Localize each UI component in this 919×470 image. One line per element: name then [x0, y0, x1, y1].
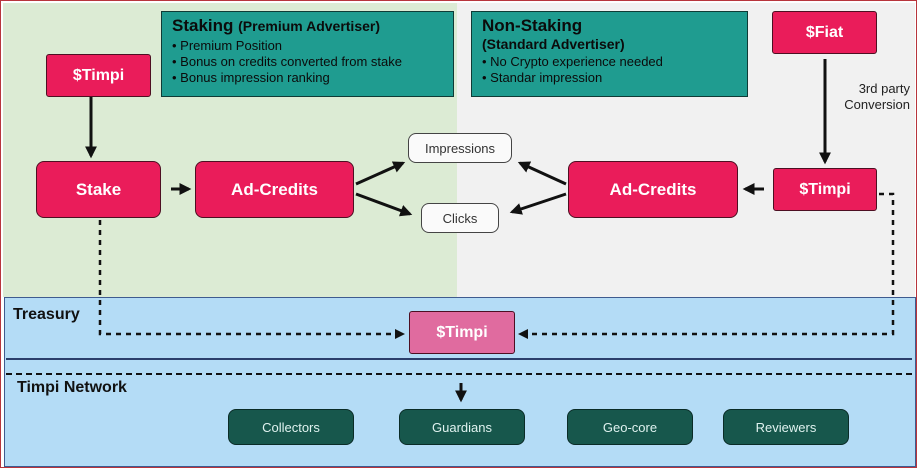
non-staking-bullet: No Crypto experience needed — [482, 54, 737, 70]
network-node-collectors: Collectors — [228, 409, 354, 445]
staking-bullets: Premium Position Bonus on credits conver… — [172, 38, 443, 86]
staking-title: Staking (Premium Advertiser) — [172, 16, 380, 35]
clicks-node: Clicks — [421, 203, 499, 233]
arrow-adcredits-to-impressions — [355, 161, 406, 186]
staking-bullet: Bonus impression ranking — [172, 70, 443, 86]
conversion-label-line: 3rd party — [858, 81, 910, 96]
dashed-stake-to-treasury — [98, 220, 405, 339]
network-node-geo-core: Geo-core — [567, 409, 693, 445]
conversion-label-line: Conversion — [844, 97, 910, 112]
treasury-title: Treasury — [13, 306, 80, 323]
staking-bullet: Bonus on credits converted from stake — [172, 54, 443, 70]
conversion-label: 3rd party Conversion — [800, 81, 910, 113]
arrow-adcredits-to-clicks — [355, 192, 413, 217]
impressions-node: Impressions — [408, 133, 512, 163]
arrow-adcredits-right-to-clicks — [509, 192, 567, 215]
non-staking-subtitle: (Standard Advertiser) — [482, 36, 625, 52]
non-staking-bullet: Standar impression — [482, 70, 737, 86]
arrow-adcredits-right-to-impressions — [517, 161, 567, 186]
timpi-right-node: $Timpi — [773, 168, 877, 211]
timpi-treasury-node: $Timpi — [409, 311, 515, 354]
network-title: Timpi Network — [17, 379, 127, 396]
fiat-node: $Fiat — [772, 11, 877, 54]
adcredits-right-node: Ad-Credits — [568, 161, 738, 218]
dashed-timpi-to-treasury — [518, 192, 895, 339]
adcredits-left-node: Ad-Credits — [195, 161, 354, 218]
timpi-left-node: $Timpi — [46, 54, 151, 97]
staking-bullet: Premium Position — [172, 38, 443, 54]
staking-info-box: Staking (Premium Advertiser) Premium Pos… — [161, 11, 454, 97]
section-divider — [6, 358, 912, 360]
network-dashed-line — [6, 373, 912, 375]
network-node-reviewers: Reviewers — [723, 409, 849, 445]
non-staking-bullets: No Crypto experience needed Standar impr… — [482, 54, 737, 86]
network-node-guardians: Guardians — [399, 409, 525, 445]
non-staking-title: Non-Staking — [482, 16, 583, 35]
non-staking-info-box: Non-Staking (Standard Advertiser) No Cry… — [471, 11, 748, 97]
stake-node: Stake — [36, 161, 161, 218]
